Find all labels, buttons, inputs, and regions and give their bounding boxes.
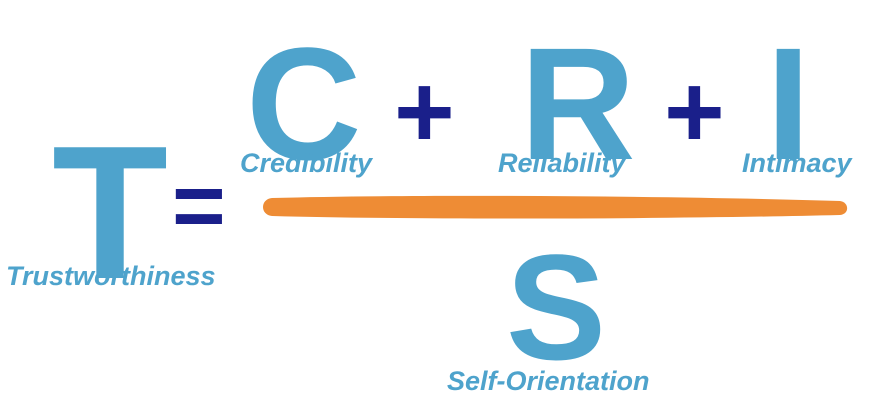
intimacy-label: Intimacy [742, 148, 852, 178]
fraction-bar-stroke [263, 195, 848, 219]
plus-sign-2: + [664, 54, 725, 170]
plus-sign-1: + [394, 54, 455, 170]
reliability-label: Reliability [498, 148, 626, 178]
reliability-letter: R [520, 14, 636, 193]
credibility-letter: C [246, 14, 362, 193]
trust-letter: T [52, 107, 169, 319]
fraction-bar [263, 195, 848, 219]
trust-label: Trustworthiness [6, 261, 216, 291]
self-orientation-label: Self-Orientation [447, 366, 650, 396]
intimacy-letter: I [766, 14, 811, 193]
credibility-label: Credibility [240, 148, 373, 178]
self-orientation-letter: S [506, 223, 607, 391]
equals-sign: = [172, 155, 226, 257]
